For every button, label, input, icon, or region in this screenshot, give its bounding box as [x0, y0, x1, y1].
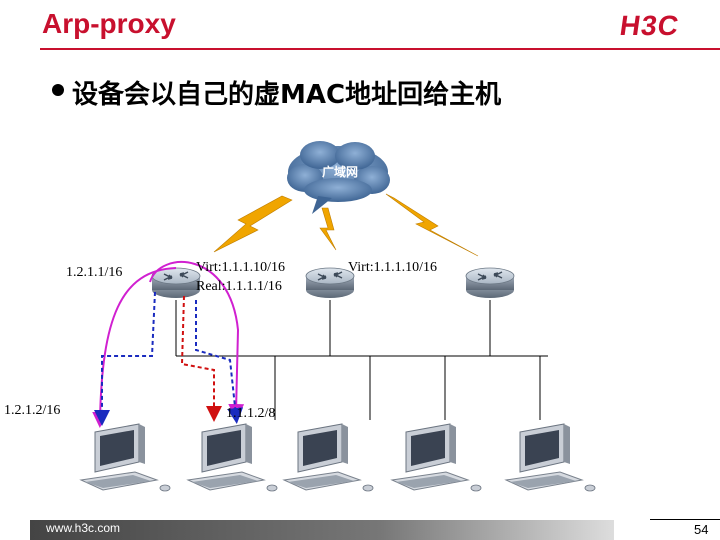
page-title: Arp-proxy [42, 8, 176, 39]
wan-link-right-icon [385, 193, 479, 257]
router-virt-left-label: Virt:1.1.1.10/16 [196, 260, 285, 275]
page-number-rule [650, 519, 720, 520]
arp-path-red [180, 295, 222, 422]
footer-url: www.h3c.com [46, 521, 121, 535]
footer-bar [30, 520, 614, 540]
host-1-ip-label: 1.2.1.2/16 [4, 403, 61, 418]
page-number: 54 [694, 522, 709, 537]
pc-3-icon [283, 423, 374, 492]
pc-5-icon [505, 423, 596, 492]
arp-path-blue-left [94, 291, 156, 426]
router-left-ip-label: 1.2.1.1/16 [66, 265, 123, 280]
wan-cloud-icon [287, 141, 390, 214]
header-divider [40, 48, 720, 50]
router-right-icon [465, 267, 515, 299]
cloud-label: 广域网 [322, 164, 358, 179]
host-2-ip-label: 1.1.1.2/8 [226, 406, 276, 421]
pc-2-icon [187, 423, 278, 492]
router-left-icon [151, 267, 201, 299]
arp-path-blue-right [195, 300, 244, 424]
wan-link-middle-icon [319, 207, 337, 251]
router-real-label: Real:1.1.1.1/16 [196, 279, 282, 294]
pc-4-icon [391, 423, 482, 492]
router-middle-icon [305, 267, 355, 299]
arp-path-magenta-right [149, 261, 245, 420]
pc-1-icon [80, 423, 171, 492]
router-virt-right-label: Virt:1.1.1.10/16 [348, 260, 437, 275]
bullet-icon [52, 84, 64, 96]
wan-link-left-icon [213, 195, 293, 253]
bullet-text: 设备会以自己的虚MAC地址回给主机 [72, 80, 502, 110]
